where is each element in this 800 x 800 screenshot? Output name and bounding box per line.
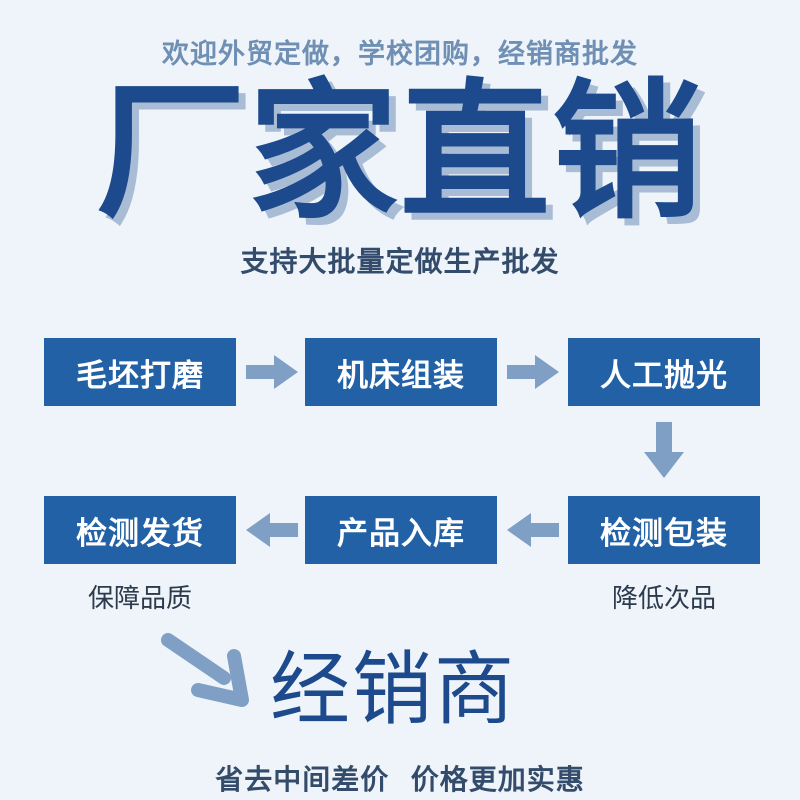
step-manual-polishing: 人工抛光 <box>568 338 760 406</box>
diagonal-arrow-icon <box>160 630 260 714</box>
step-machine-assembly: 机床组装 <box>305 338 497 406</box>
note-quality: 保障品质 <box>87 584 192 614</box>
step-inspection-packaging: 检测包装 <box>568 496 760 564</box>
tagline: 欢迎外贸定做，学校团购，经销商批发 <box>162 39 638 70</box>
step-inspection-shipping: 检测发货 <box>44 496 236 564</box>
subtitle: 支持大批量定做生产批发 <box>240 245 560 278</box>
right-arrow-icon <box>244 352 300 392</box>
right-arrow-icon <box>505 352 561 392</box>
note-defects: 降低次品 <box>611 584 716 614</box>
bottom-slogan: 省去中间差价 价格更加实惠 <box>215 763 585 796</box>
page-title: 厂家直销 <box>95 66 704 240</box>
step-warehousing: 产品入库 <box>305 496 497 564</box>
left-arrow-icon <box>505 510 561 550</box>
down-arrow-icon <box>642 420 686 480</box>
left-arrow-icon <box>244 510 300 550</box>
dealer-heading: 经销商 <box>270 643 516 736</box>
step-blank-grinding: 毛坯打磨 <box>44 338 236 406</box>
